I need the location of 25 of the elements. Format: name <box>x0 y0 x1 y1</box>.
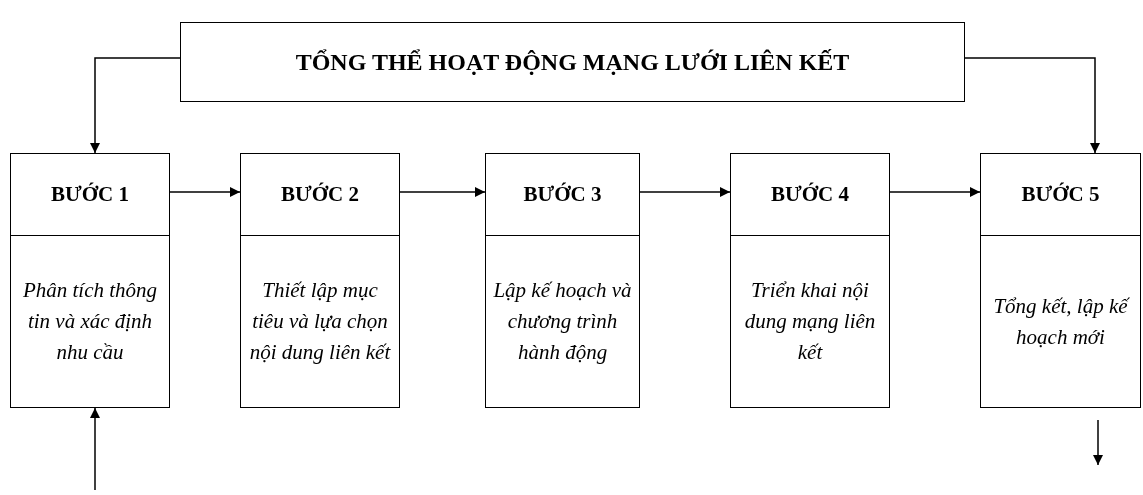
step-box <box>240 153 400 408</box>
arrow <box>889 187 981 197</box>
step-heading: BƯỚC 3 <box>523 182 602 207</box>
step-heading: BƯỚC 2 <box>281 182 359 207</box>
arrow <box>639 187 731 197</box>
step-box <box>980 153 1141 408</box>
step-heading: BƯỚC 1 <box>51 182 129 207</box>
arrow <box>964 57 1100 154</box>
step-box <box>730 153 890 408</box>
arrow <box>90 407 100 491</box>
arrow <box>169 187 241 197</box>
step-heading: BƯỚC 5 <box>1021 182 1100 207</box>
step-description: Triển khai nội dung mạng liên kết <box>743 277 877 366</box>
step-description: Tổng kết, lập kế hoạch mới <box>992 292 1131 351</box>
step-heading: BƯỚC 4 <box>771 182 849 207</box>
step-description: Phân tích thông tin và xác định nhu cầu <box>21 277 159 366</box>
arrow <box>399 187 486 197</box>
step-box <box>485 153 640 408</box>
step-description: Thiết lập mục tiêu và lựa chọn nội dung liên kết <box>248 277 392 366</box>
title-box <box>180 22 965 102</box>
step-description: Lập kế hoạch và chương trình hành động <box>492 277 633 366</box>
arrow <box>90 57 181 154</box>
arrow <box>1093 419 1103 466</box>
step-box <box>10 153 170 408</box>
title-text: TỔNG THỂ HOẠT ĐỘNG MẠNG LƯỚI LIÊN KẾT <box>295 48 850 76</box>
